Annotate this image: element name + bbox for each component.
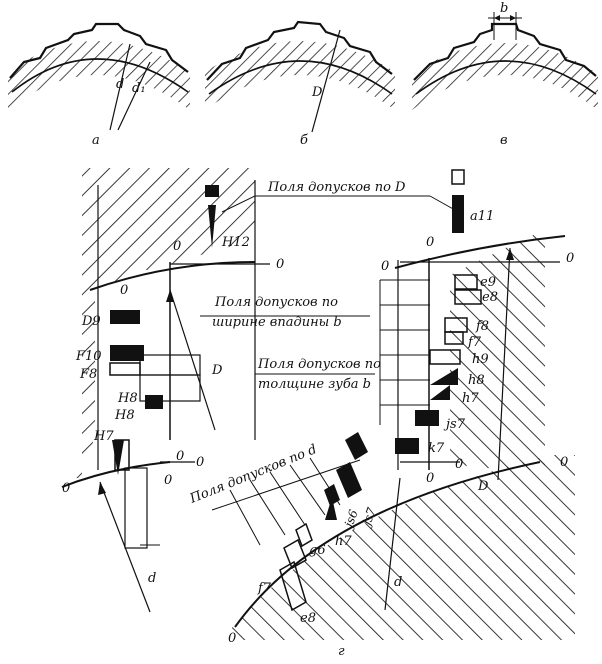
heading-tolerances-d: Поля допусков по d [187, 442, 319, 507]
field-label-e8: e8 [482, 290, 498, 305]
panel-v-caption: в [500, 133, 508, 148]
zero-label-10: 0 [566, 251, 574, 266]
zero-label-5: 0 [196, 455, 204, 470]
zero-label-14: 0 [560, 455, 568, 470]
field-label-D9: D9 [81, 314, 101, 329]
zero-label-7: 0 [164, 473, 172, 488]
heading-tolerances-width-2: ширине впадины b [212, 315, 342, 330]
field-label-H7: H7 [93, 429, 114, 444]
field-label-e9: e9 [480, 275, 496, 290]
dimension-D-left: D [211, 363, 223, 378]
dimension-d-left: d [148, 571, 156, 586]
field-label-F8: F8 [79, 367, 97, 382]
field-label-f8: f8 [475, 319, 489, 334]
field-label-k7: k7 [428, 441, 445, 456]
panel-v-label-b: b [500, 1, 508, 16]
field-label-a11: a11 [470, 209, 494, 224]
main-diagram: Поля допусков по D Поля допусков по шири… [61, 168, 575, 659]
field-label-H8-lower: H8 [114, 408, 135, 423]
panel-b-label-D: D [311, 85, 323, 100]
main-caption: г [338, 644, 345, 659]
field-label-g6: g6 [309, 543, 326, 558]
hub-hatched-region [70, 168, 255, 478]
heading-tolerances-thickness-1: Поля допусков по [257, 357, 381, 372]
panel-a-label-d: d [116, 77, 124, 92]
field-label-h7-d: h7 [335, 534, 352, 549]
panel-a-caption: а [92, 133, 100, 148]
dimension-d-right: d [394, 575, 402, 590]
zero-label-9: 0 [381, 259, 389, 274]
field-label-h7: h7 [462, 391, 479, 406]
heading-tolerances-width-1: Поля допусков по [214, 295, 338, 310]
field-label-H8: H8 [117, 391, 138, 406]
thickness-tolerance-boxes [379, 274, 482, 454]
panel-b-caption: б [300, 133, 308, 148]
zero-label-6: 0 [62, 481, 70, 496]
d-tolerance-boxes [124, 432, 368, 612]
zero-label-3: 0 [120, 283, 128, 298]
zero-label-8: 0 [426, 235, 434, 250]
field-label-F10: F10 [75, 349, 102, 364]
panel-a-label-d1: d₁ [132, 81, 146, 96]
dimension-D-right: D [477, 479, 489, 494]
heading-tolerances-D: Поля допусков по D [267, 180, 406, 195]
field-label-H12: H12 [221, 235, 250, 250]
field-label-h8: h8 [468, 373, 485, 388]
zero-label-4: 0 [176, 449, 184, 464]
zero-label-2: 0 [276, 257, 284, 272]
zero-label-1: 0 [173, 239, 181, 254]
panel-b: D б [205, 20, 395, 148]
field-label-f7: f7 [467, 335, 482, 350]
field-label-js7: js7 [443, 417, 466, 432]
zero-label-11: 0 [426, 471, 434, 486]
field-label-h9: h9 [472, 352, 489, 367]
heading-tolerances-thickness-2: толщине зуба b [258, 377, 371, 392]
zero-label-12: 0 [455, 457, 463, 472]
zero-label-13: 0 [228, 631, 236, 646]
panel-a: d d₁ а [8, 22, 190, 148]
field-label-js7-d: js7 [359, 505, 379, 529]
field-label-js6: js6 [341, 507, 361, 531]
shaft-hatched-region [230, 455, 575, 640]
field-label-f7-d: f7 [257, 581, 272, 596]
field-label-e8-d: e8 [300, 611, 316, 626]
panel-v: b в [412, 1, 598, 148]
